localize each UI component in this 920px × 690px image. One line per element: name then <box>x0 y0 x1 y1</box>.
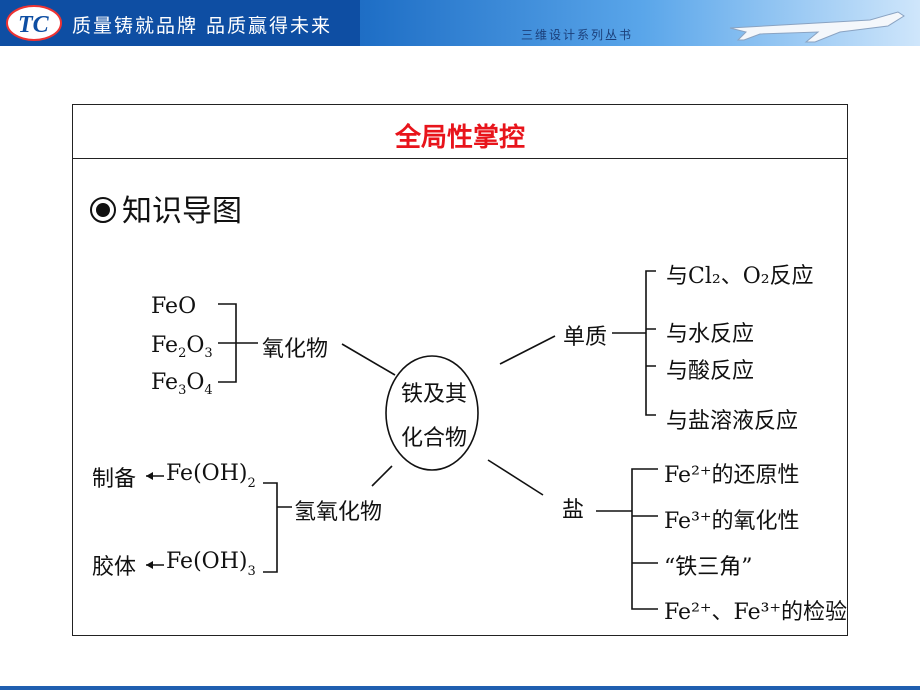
series-label: 三维设计系列丛书 <box>521 28 634 42</box>
center-ellipse <box>385 355 479 471</box>
oxide-fe3o4: Fe3O4 <box>151 370 213 398</box>
footer-line <box>0 686 920 690</box>
header-slogan: 质量铸就品牌 品质赢得未来 <box>72 15 333 37</box>
element-item-chlorine-oxygen: 与Cl₂、O₂反应 <box>666 264 814 289</box>
oxides-label: 氧化物 <box>262 337 329 362</box>
salt-item-fe3-oxidizing: Fe³⁺的氧化性 <box>664 509 800 534</box>
hydroxide-use-prepare: 制备 <box>92 467 137 492</box>
section-label: 知识导图 <box>122 194 242 229</box>
airplane-icon <box>729 11 905 43</box>
element-item-salt-solution: 与盐溶液反应 <box>666 409 799 434</box>
title-row: 全局性掌控 <box>73 105 847 159</box>
element-label: 单质 <box>563 325 608 350</box>
content-frame: 全局性掌控 <box>72 104 848 636</box>
element-item-water: 与水反应 <box>666 322 755 347</box>
salt-item-ion-test: Fe²⁺、Fe³⁺的检验 <box>664 600 848 625</box>
salts-label: 盐 <box>562 498 585 523</box>
page-title: 全局性掌控 <box>394 123 525 153</box>
salt-item-iron-triangle: “铁三角” <box>664 555 753 580</box>
oxide-fe2o3: Fe2O3 <box>151 333 213 361</box>
bullet-icon <box>90 196 116 223</box>
header-banner: TC 质量铸就品牌 品质赢得未来 三维设计系列丛书 <box>0 0 920 46</box>
logo-icon: TC <box>6 5 62 41</box>
salt-item-fe2-reducing: Fe²⁺的还原性 <box>664 463 800 488</box>
hydroxides-label: 氢氧化物 <box>294 500 383 525</box>
oxide-feo: FeO <box>151 294 197 319</box>
hydroxide-fe-oh-2: Fe(OH)2 <box>166 461 256 491</box>
svg-text:TC: TC <box>18 12 50 38</box>
hydroxide-fe-oh-3: Fe(OH)3 <box>166 549 256 579</box>
center-line-1: 铁及其 <box>401 382 468 407</box>
element-item-acid: 与酸反应 <box>666 359 755 384</box>
section-heading: 知识导图 <box>90 186 242 230</box>
center-line-2: 化合物 <box>401 426 468 451</box>
hydroxide-use-colloid: 胶体 <box>92 555 137 580</box>
